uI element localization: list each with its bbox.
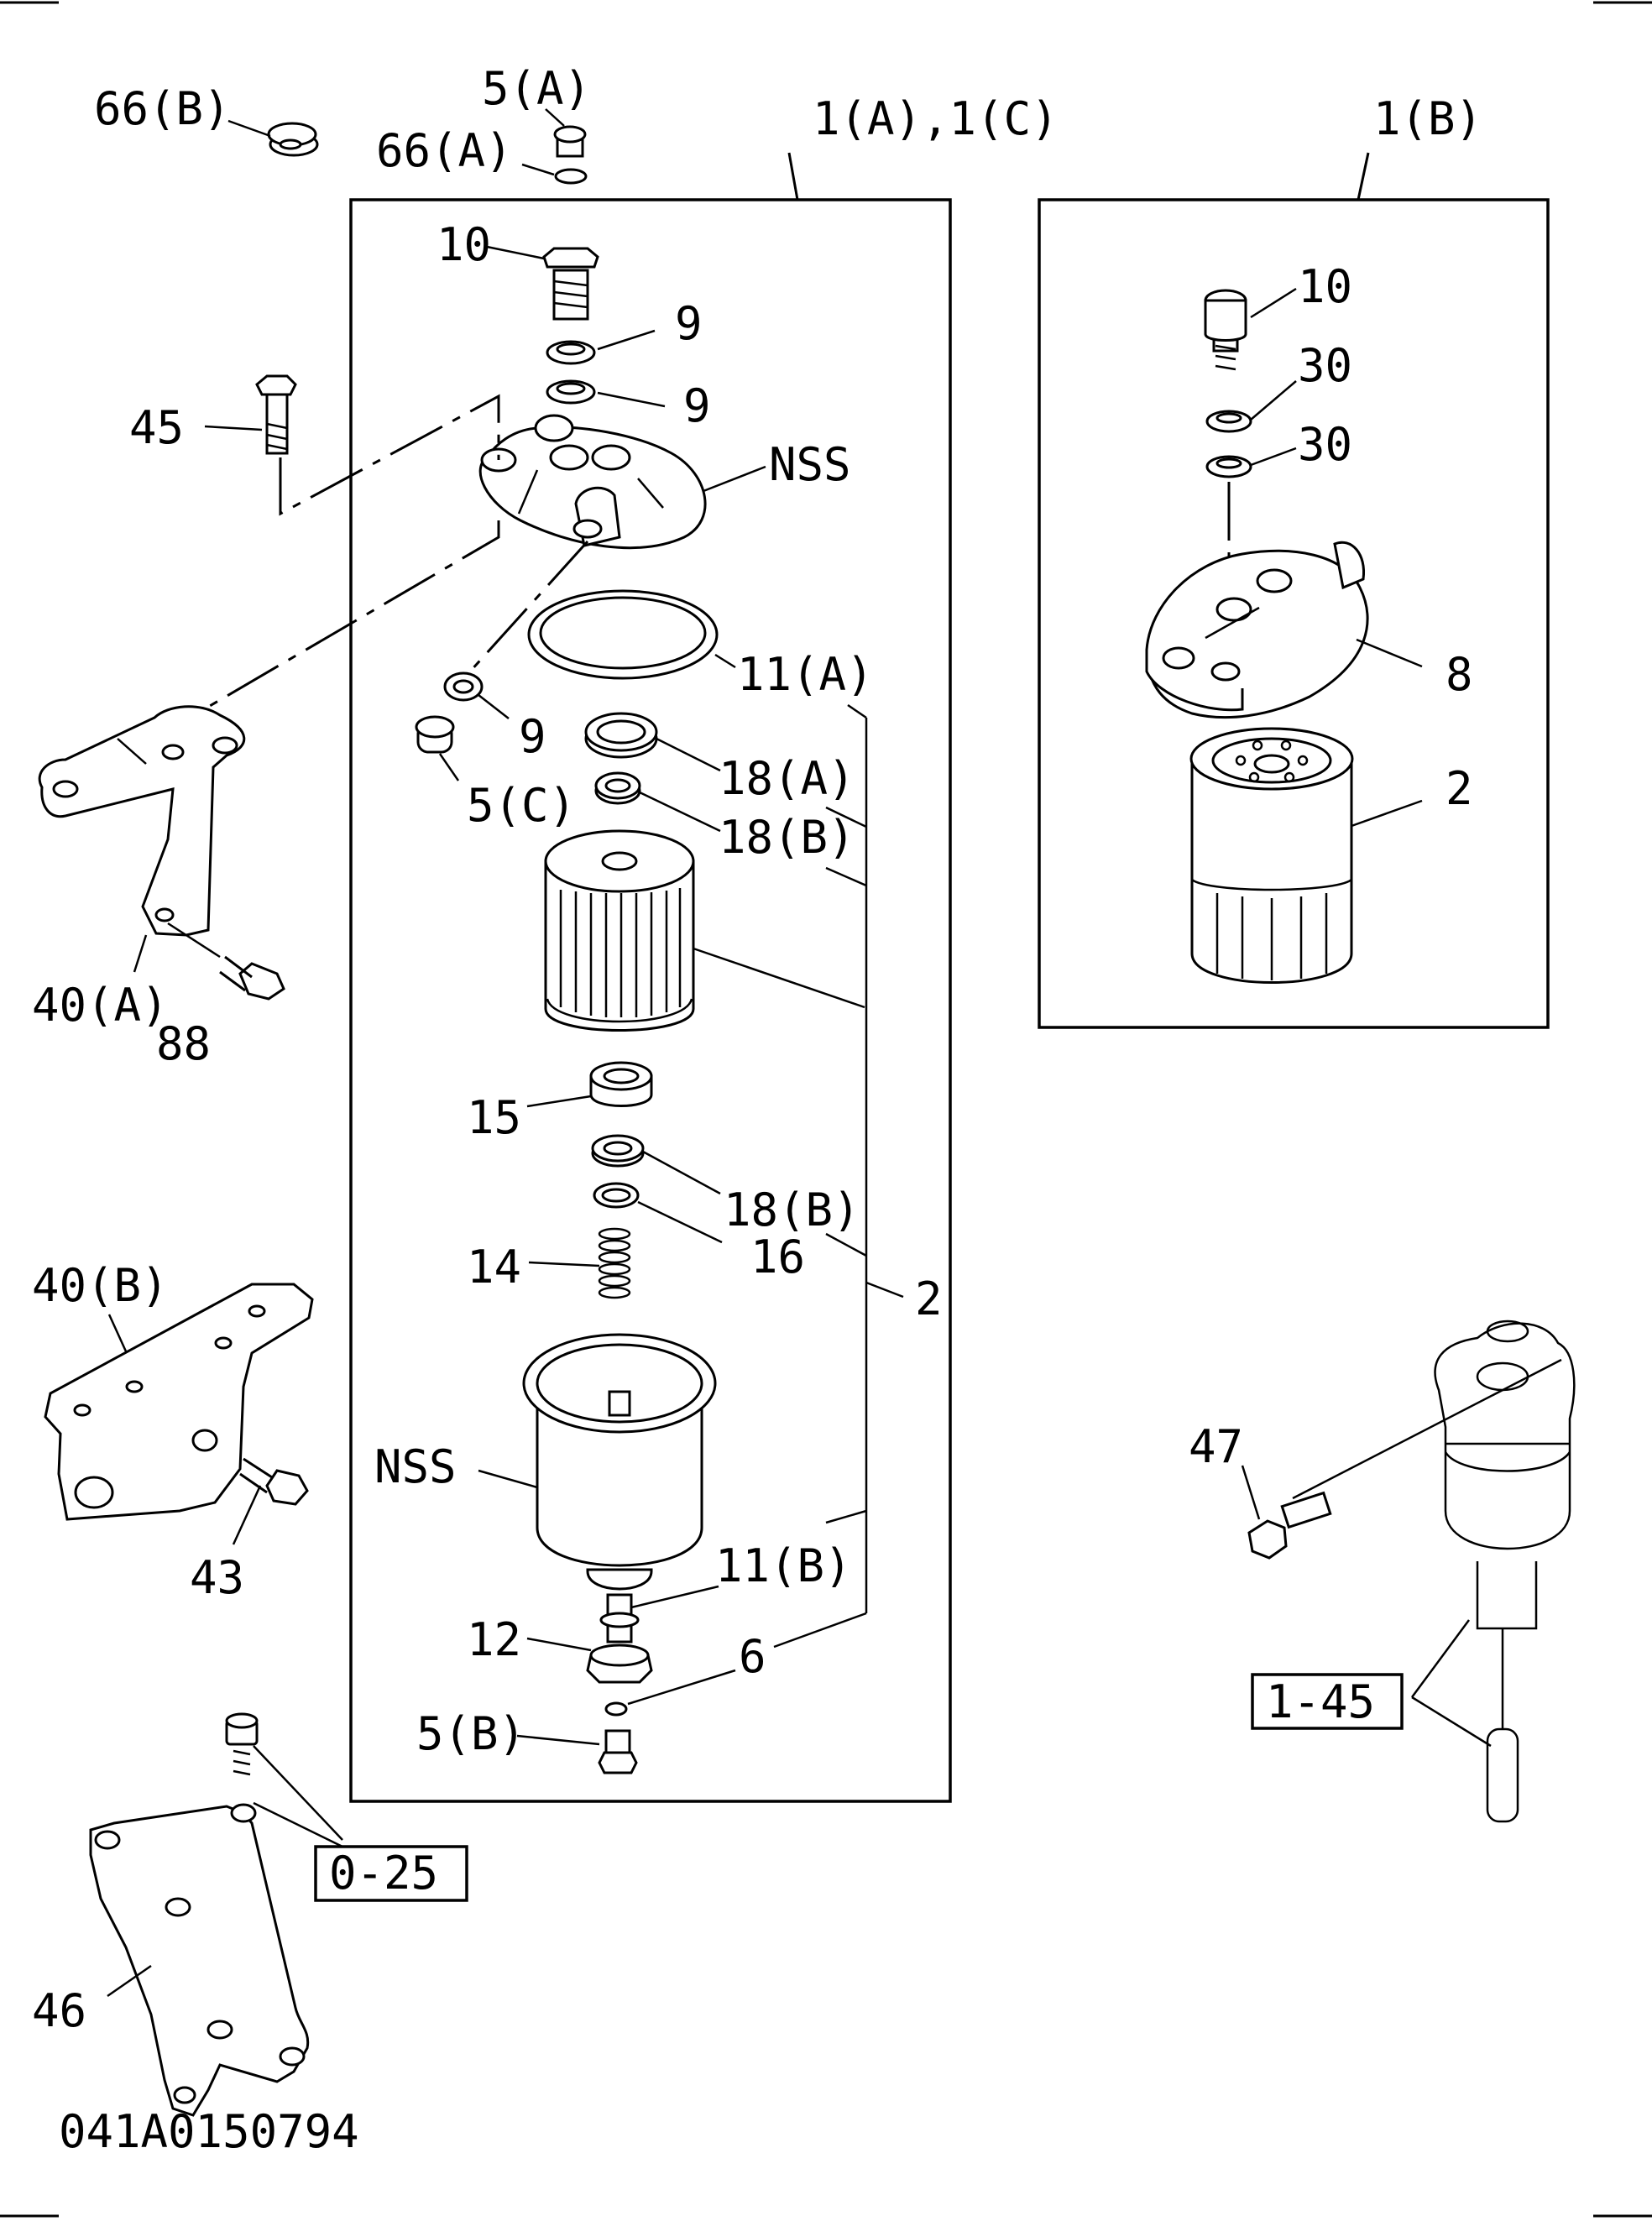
label-11b: 11(B) bbox=[715, 1539, 852, 1592]
centerline-to-bracket bbox=[179, 520, 500, 725]
label-2-filter: 2 bbox=[1446, 762, 1473, 815]
label-1b: 1(B) bbox=[1373, 92, 1482, 145]
part-66a-washer bbox=[521, 163, 588, 185]
callout-labels: 66(B) 5(A) 66(A) 1(A),1(C) 1(B) 10 9 9 4… bbox=[32, 62, 1482, 2158]
leader-1b bbox=[1357, 152, 1370, 201]
label-30-lower: 30 bbox=[1298, 418, 1352, 471]
part-40b-bracket bbox=[44, 1283, 314, 1521]
part-10-bolt-right bbox=[1204, 287, 1297, 371]
part-9-washer-upper bbox=[546, 329, 656, 365]
label-0-25: 0-25 bbox=[329, 1847, 438, 1900]
label-9-lower: 9 bbox=[683, 379, 711, 432]
part-45-bolt bbox=[204, 374, 297, 455]
label-9-side: 9 bbox=[519, 710, 546, 763]
label-66a: 66(A) bbox=[376, 124, 513, 177]
part-16-ring bbox=[593, 1182, 723, 1244]
centerline-5c bbox=[468, 540, 589, 673]
label-47: 47 bbox=[1189, 1420, 1243, 1473]
part-11a-oring bbox=[527, 589, 736, 680]
part-12-drain-plug bbox=[526, 1585, 719, 1684]
assembly-1a-1c-frame bbox=[349, 198, 952, 1803]
label-1a-1c: 1(A),1(C) bbox=[813, 92, 1059, 145]
label-5a: 5(A) bbox=[482, 62, 591, 115]
label-45: 45 bbox=[129, 401, 184, 454]
part-9-washer-side bbox=[443, 672, 510, 719]
part-15-seal bbox=[526, 1061, 653, 1108]
group-bracket-2 bbox=[773, 703, 904, 1649]
part-47-bolt bbox=[1241, 1465, 1332, 1560]
ref-box-1-45 bbox=[1251, 1673, 1404, 1730]
part-5c-plug bbox=[415, 715, 460, 781]
part-14-spring bbox=[528, 1227, 631, 1299]
label-40b: 40(B) bbox=[32, 1259, 169, 1312]
leader-1a-1c bbox=[787, 152, 799, 201]
part-0-25-bolt bbox=[225, 1712, 343, 1848]
ref-box-0-25 bbox=[314, 1845, 468, 1902]
part-66b-clip bbox=[227, 119, 319, 157]
label-6: 6 bbox=[739, 1630, 766, 1683]
part-2-spin-on-filter bbox=[1189, 727, 1423, 984]
part-40a-bracket bbox=[38, 705, 246, 973]
label-9-upper: 9 bbox=[675, 297, 703, 350]
part-18a-seal bbox=[584, 712, 721, 772]
label-46: 46 bbox=[32, 1984, 86, 2037]
label-10-right: 10 bbox=[1298, 260, 1352, 313]
centerline-45-bolt bbox=[279, 394, 500, 516]
label-8: 8 bbox=[1446, 648, 1473, 701]
part-filter-element bbox=[544, 829, 865, 1032]
part-6-oring bbox=[604, 1669, 736, 1717]
part-43-bolt bbox=[232, 1457, 309, 1545]
label-5b: 5(B) bbox=[416, 1707, 525, 1760]
label-5c: 5(C) bbox=[467, 779, 576, 832]
drawing-id: 041A0150794 bbox=[59, 2105, 359, 2158]
part-8-filter-head bbox=[1145, 541, 1423, 719]
part-30-washer-lower bbox=[1205, 447, 1297, 478]
part-1-45-filter-assembly bbox=[1292, 1320, 1576, 1823]
label-10-top: 10 bbox=[437, 218, 491, 271]
label-66b: 66(B) bbox=[94, 82, 231, 135]
part-5b-plug bbox=[516, 1729, 638, 1774]
label-30-upper: 30 bbox=[1298, 339, 1352, 392]
label-88: 88 bbox=[156, 1017, 211, 1070]
label-16: 16 bbox=[750, 1231, 805, 1283]
part-nss-filter-head bbox=[478, 414, 766, 550]
label-1-45: 1-45 bbox=[1266, 1675, 1375, 1728]
part-88-bolt bbox=[167, 922, 285, 1001]
label-15: 15 bbox=[467, 1091, 521, 1144]
label-14: 14 bbox=[467, 1241, 521, 1293]
part-46-bracket bbox=[89, 1803, 310, 2117]
label-12: 12 bbox=[467, 1613, 521, 1666]
label-43: 43 bbox=[190, 1551, 244, 1604]
label-18a: 18(A) bbox=[719, 752, 855, 805]
part-18b-seal-upper bbox=[594, 771, 721, 833]
label-nss-bowl: NSS bbox=[374, 1440, 457, 1493]
label-40a: 40(A) bbox=[32, 979, 169, 1032]
label-11a: 11(A) bbox=[737, 648, 874, 701]
part-10-banjo-bolt bbox=[486, 245, 599, 321]
part-5a-plug bbox=[545, 108, 587, 158]
part-9-washer-lower bbox=[546, 379, 666, 408]
part-18b-seal-lower bbox=[591, 1134, 721, 1195]
label-nss-head: NSS bbox=[769, 438, 851, 491]
label-18b-lower: 18(B) bbox=[724, 1184, 860, 1236]
label-2-bracket: 2 bbox=[915, 1273, 943, 1325]
assembly-1b-frame bbox=[1038, 198, 1550, 1029]
label-18b-upper: 18(B) bbox=[719, 811, 855, 864]
part-30-washer-upper bbox=[1205, 380, 1297, 433]
part-nss-filter-bowl bbox=[478, 1333, 717, 1591]
